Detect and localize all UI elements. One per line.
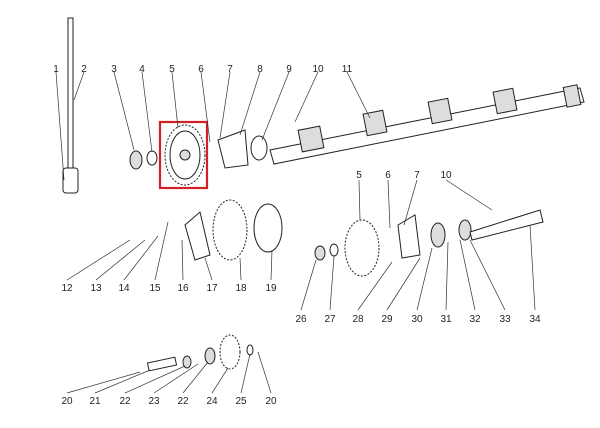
part-label: 16 (177, 283, 189, 294)
part-label: 4 (139, 64, 145, 75)
part-label: 18 (235, 283, 247, 294)
part-label: 21 (89, 396, 101, 407)
part-label: 12 (61, 283, 73, 294)
part-label: 13 (90, 283, 102, 294)
part-label: 34 (529, 314, 541, 325)
top-labels: 1 2 3 4 5 6 7 8 9 10 11 (53, 64, 352, 75)
part-label: 26 (295, 314, 307, 325)
highlight-box (158, 120, 209, 190)
pushrod (62, 17, 79, 194)
washer-part-4 (146, 150, 158, 166)
part-label: 3 (111, 64, 117, 75)
middle-left-labels: 12 13 14 15 16 17 18 19 (61, 283, 277, 294)
part-label: 24 (206, 396, 218, 407)
cover-part-17 (184, 211, 211, 261)
plate-part-29 (397, 214, 421, 259)
timing-gear-part-5 (164, 124, 206, 186)
part-label: 14 (118, 283, 130, 294)
washer-part-25 (246, 344, 254, 356)
gear-part-24 (219, 334, 241, 370)
part-label: 33 (499, 314, 511, 325)
bearing-part-22 (182, 355, 192, 369)
part-label: 6 (385, 170, 391, 181)
part-label: 6 (198, 64, 204, 75)
middle-right-labels: 26 27 28 29 30 31 32 33 34 (295, 314, 541, 325)
part-label: 10 (440, 170, 452, 181)
bearing-part-22b (204, 347, 216, 365)
part-label: 2 (81, 64, 87, 75)
part-label: 1 (53, 64, 59, 75)
part-label: 15 (149, 283, 161, 294)
washer-part-27 (329, 243, 339, 257)
part-label: 30 (411, 314, 423, 325)
part-label: 31 (440, 314, 452, 325)
part-label: 19 (265, 283, 277, 294)
spacer-part-9 (250, 135, 268, 161)
part-label: 23 (148, 396, 160, 407)
bearing-part-30 (430, 222, 446, 248)
part-label: 22 (119, 396, 131, 407)
plate-part-8 (217, 129, 249, 169)
part-label: 5 (169, 64, 175, 75)
part-label: 11 (342, 64, 353, 75)
seal-part-3 (129, 150, 143, 170)
camshaft (269, 84, 585, 165)
bottom-labels: 20 21 22 23 22 24 25 20 (61, 396, 277, 407)
shaft-part-34 (469, 209, 544, 241)
seal-part-26 (314, 245, 326, 261)
part-label: 17 (206, 283, 218, 294)
part-label: 7 (414, 170, 420, 181)
leader-lines (55, 71, 536, 394)
part-label: 20 (61, 396, 73, 407)
hub-part-19 (253, 203, 283, 253)
right-top-labels: 5 6 7 10 (356, 170, 452, 181)
part-label: 8 (257, 64, 263, 75)
part-label: 10 (312, 64, 324, 75)
part-label: 29 (381, 314, 393, 325)
part-label: 25 (235, 396, 247, 407)
part-label: 7 (227, 64, 233, 75)
part-label: 32 (469, 314, 481, 325)
part-label: 22 (177, 396, 189, 407)
part-label: 28 (352, 314, 364, 325)
part-label: 9 (286, 64, 292, 75)
part-label: 5 (356, 170, 362, 181)
part-label: 20 (265, 396, 277, 407)
part-label: 27 (324, 314, 336, 325)
pin-part-21 (146, 356, 178, 372)
gear-part-18 (212, 199, 248, 261)
bearing-part-32 (458, 219, 472, 241)
gear-part-5b (344, 219, 380, 277)
